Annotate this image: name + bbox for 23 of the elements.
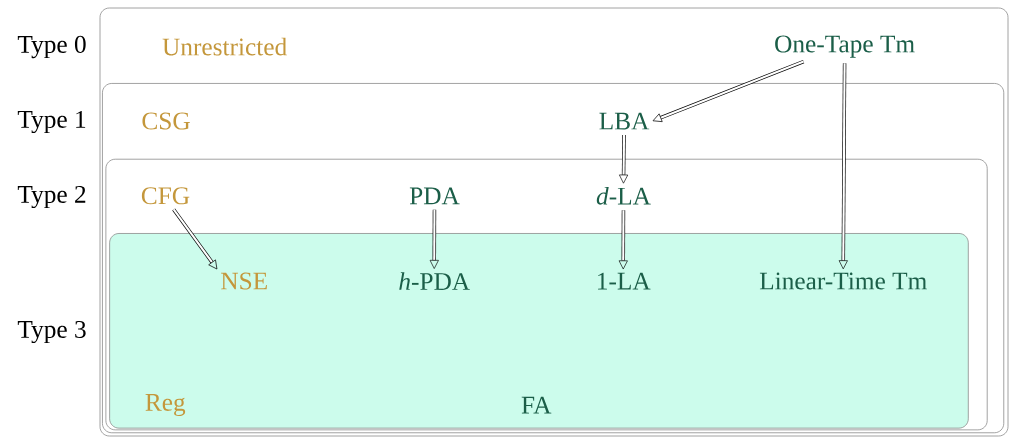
node-label: FA (521, 396, 552, 414)
node-label: CFG (141, 187, 190, 205)
node-label: NSE (221, 272, 267, 290)
node-label: Type 1 (17, 110, 86, 134)
arrow (429, 209, 439, 269)
arrow (618, 210, 628, 270)
node-label: Linear-Time Tm (759, 272, 927, 290)
node-label: Unrestricted (162, 37, 287, 56)
node-label: One-Tape Tm (775, 35, 915, 58)
node-label: d-LA (596, 186, 651, 205)
node-label: PDA (409, 187, 460, 205)
node-label: LBA (599, 112, 650, 130)
node-label: Type 0 (17, 35, 86, 59)
node-label: CSG (142, 112, 190, 130)
arrow (619, 135, 629, 184)
node-label: Type 3 (17, 320, 86, 344)
arrow (652, 60, 805, 122)
node-label: Type 2 (17, 185, 86, 209)
arrow (172, 208, 218, 270)
node-label: Reg (145, 394, 186, 417)
node-label: h-PDA (399, 272, 470, 290)
node-label: 1-LA (598, 272, 651, 290)
arrow (838, 63, 848, 270)
